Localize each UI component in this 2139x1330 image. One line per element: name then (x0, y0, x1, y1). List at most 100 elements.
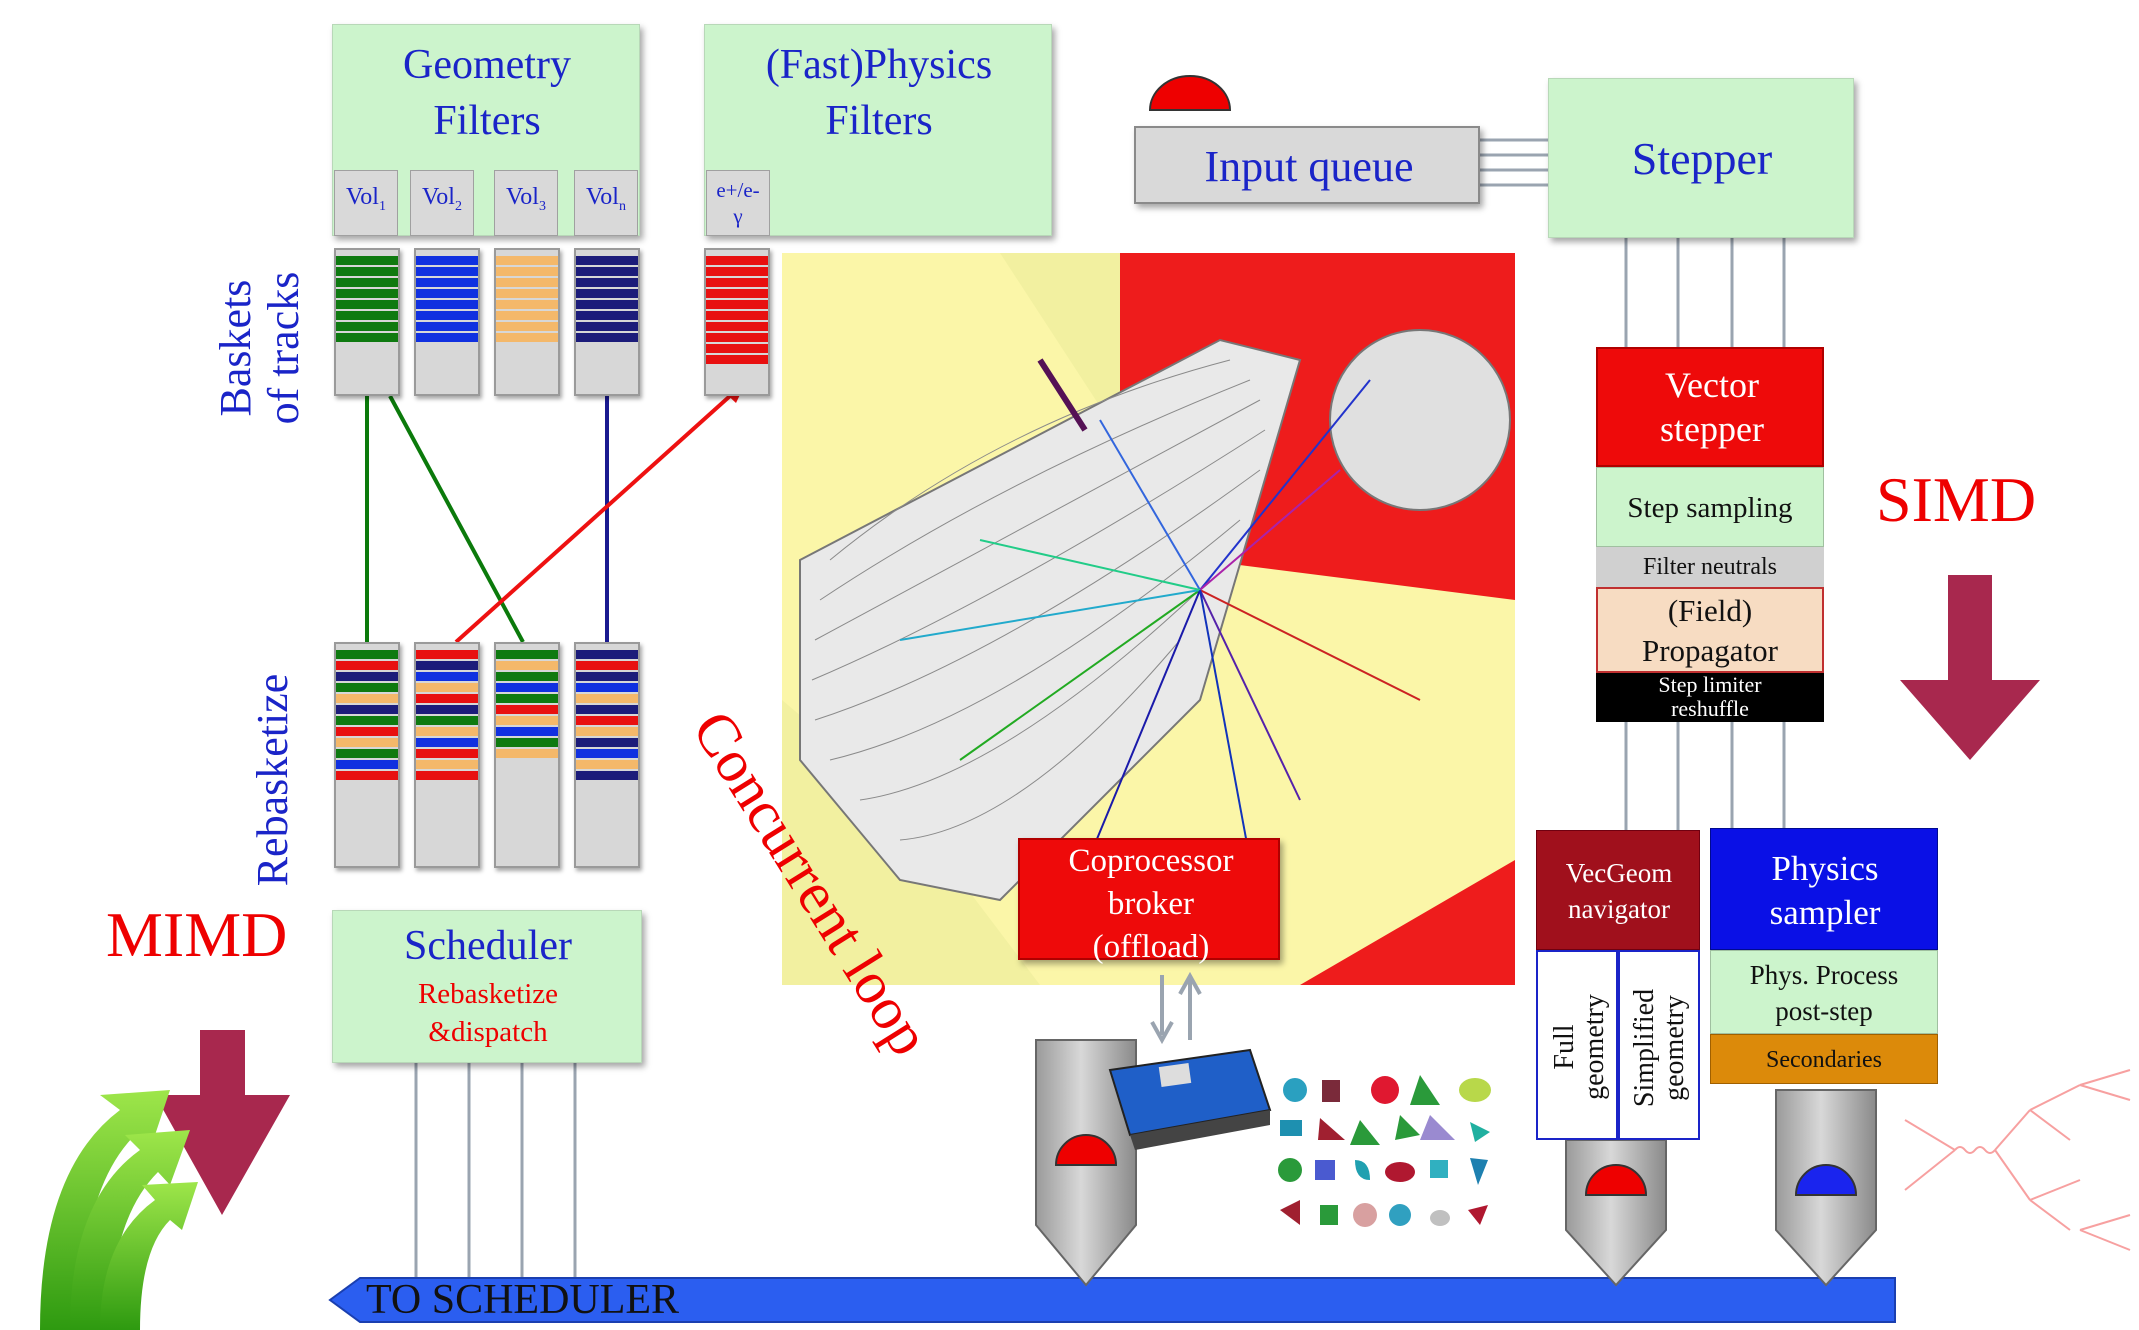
step-sampling-box[interactable]: Step sampling (1596, 467, 1824, 547)
track-bar (496, 289, 558, 298)
track-bar (496, 716, 558, 725)
offload-capsule (1035, 1039, 1137, 1287)
track-bar (576, 322, 638, 331)
track-bar (496, 333, 558, 342)
track-bar (416, 267, 478, 276)
track-bar (706, 278, 768, 287)
track-bar (416, 661, 478, 670)
track-bar (496, 705, 558, 714)
track-bar (496, 278, 558, 287)
to-scheduler-label: TO SCHEDULER (366, 1277, 680, 1323)
track-bar (336, 749, 398, 758)
track-bar (336, 256, 398, 265)
track-bar (496, 267, 558, 276)
track-bar (706, 344, 768, 353)
rebasket-col-3[interactable] (494, 642, 560, 868)
track-bar (416, 760, 478, 769)
track-bar (576, 278, 638, 287)
physics-filters-title: (Fast)Physics Filters (765, 42, 993, 144)
track-bar (416, 683, 478, 692)
scheduler-title: Scheduler (404, 923, 572, 969)
track-bar (576, 672, 638, 681)
stepper-label: Stepper (1631, 133, 1773, 184)
track-bar (336, 705, 398, 714)
track-bar (576, 694, 638, 703)
track-bar (416, 705, 478, 714)
basket-vol1[interactable] (334, 248, 400, 396)
track-bar (336, 694, 398, 703)
event-display-image (782, 253, 1515, 985)
track-bar (496, 650, 558, 659)
track-bar (706, 333, 768, 342)
basket-em[interactable] (704, 248, 770, 396)
input-queue-box[interactable]: Input queue (1134, 126, 1480, 204)
track-bar (496, 672, 558, 681)
track-bar (706, 355, 768, 364)
physics-capsule (1775, 1089, 1877, 1287)
track-bar (706, 322, 768, 331)
track-bar (416, 289, 478, 298)
mimd-label: MIMD (106, 899, 288, 970)
track-bar (496, 300, 558, 309)
coprocessor-card-image (1108, 1048, 1272, 1150)
field-propagator-box[interactable]: (Field)Propagator (1596, 587, 1824, 673)
simd-label: SIMD (1876, 464, 2037, 535)
track-bar (576, 716, 638, 725)
track-bar (416, 771, 478, 780)
track-bar (576, 683, 638, 692)
rebasket-col-1[interactable] (334, 642, 400, 868)
basket-vol3[interactable] (494, 248, 560, 396)
basket-voln[interactable] (574, 248, 640, 396)
rebasket-col-4[interactable] (574, 642, 640, 868)
track-bar (706, 311, 768, 320)
track-bar (336, 716, 398, 725)
track-bar (416, 738, 478, 747)
track-bar (496, 256, 558, 265)
input-queue-label: Input queue (1204, 142, 1414, 191)
stepper-box[interactable]: Stepper (1548, 78, 1854, 238)
track-bar (496, 311, 558, 320)
rebasket-col-2[interactable] (414, 642, 480, 868)
track-bar (576, 650, 638, 659)
green-loop-arrows-icon (40, 1090, 198, 1330)
track-bar (706, 256, 768, 265)
track-bar (576, 311, 638, 320)
track-bar (576, 727, 638, 736)
scheduler-box[interactable]: Scheduler Rebasketize&dispatch (332, 910, 642, 1063)
track-bar (496, 694, 558, 703)
track-bar (576, 256, 638, 265)
track-bar (336, 727, 398, 736)
stepper-connectors (1624, 238, 1786, 830)
track-bar (336, 760, 398, 769)
mimd-down-arrow (155, 1030, 290, 1215)
track-bar (336, 672, 398, 681)
track-bar (576, 267, 638, 276)
track-bar (336, 322, 398, 331)
input-queue-dome (1148, 75, 1232, 111)
basket-vol2[interactable] (414, 248, 480, 396)
filter-neutrals-box[interactable]: Filter neutrals (1596, 547, 1824, 587)
track-bar (416, 672, 478, 681)
track-bar (706, 300, 768, 309)
track-bar (416, 300, 478, 309)
secondaries-box[interactable]: Secondaries (1710, 1034, 1938, 1084)
simd-down-arrow (1900, 575, 2040, 760)
track-bar (416, 716, 478, 725)
vol-label-n: Voln (574, 170, 638, 236)
track-bar (416, 727, 478, 736)
track-bar (336, 311, 398, 320)
feynman-diagram-image (1904, 1069, 2131, 1251)
track-bar (496, 738, 558, 747)
track-bar (416, 333, 478, 342)
